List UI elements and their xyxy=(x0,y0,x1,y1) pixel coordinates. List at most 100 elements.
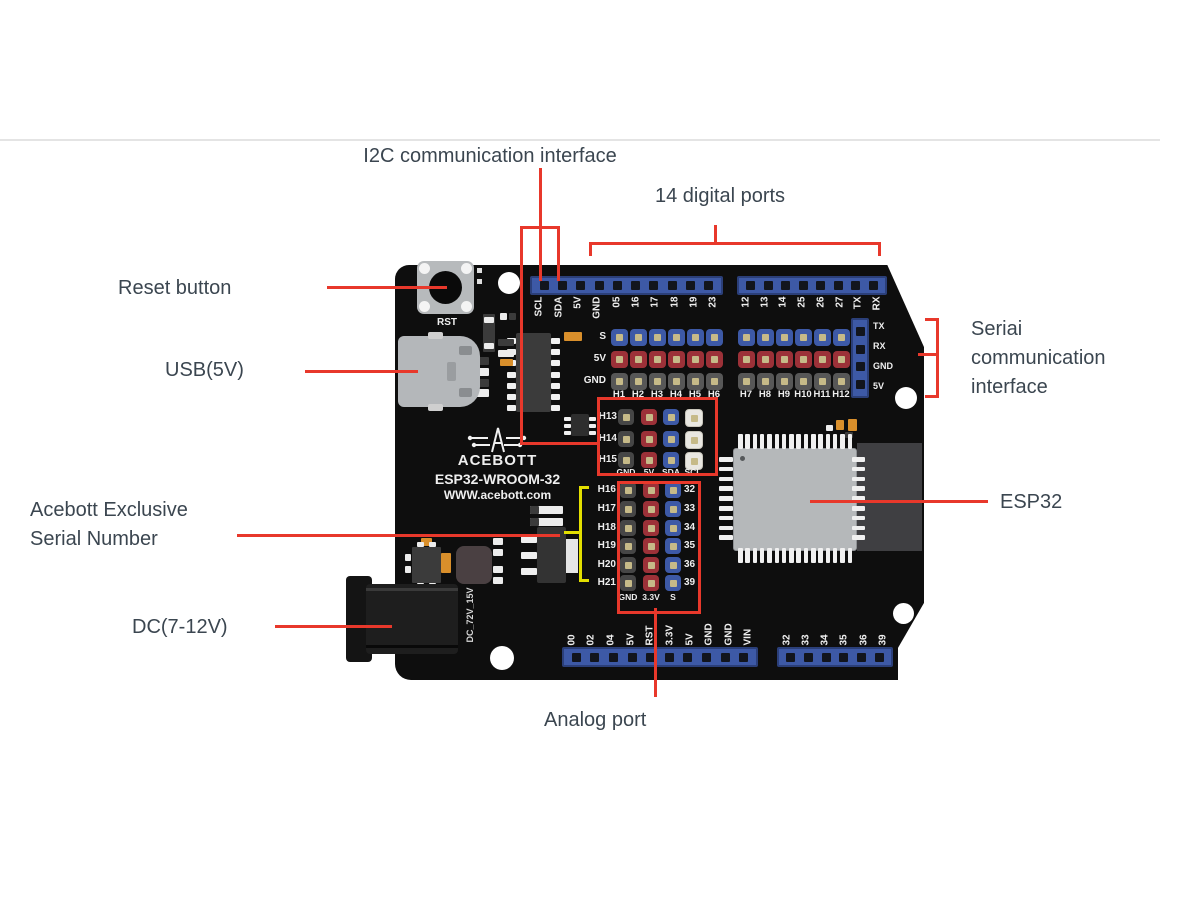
bottom-left-header-hole xyxy=(664,652,674,662)
top-pin-label: SCL xyxy=(533,296,545,317)
top-left-header-hole xyxy=(704,281,714,290)
top-left-header-hole xyxy=(612,281,622,290)
analog-pin xyxy=(620,538,636,554)
top-pin-label: TX xyxy=(852,296,864,310)
esp32-pin xyxy=(759,548,765,563)
bottom-left-header xyxy=(562,647,758,667)
esp32-pin xyxy=(852,476,865,482)
smd-component xyxy=(483,314,495,352)
website-silkscreen: WWW.acebott.com xyxy=(443,488,552,502)
i2c-line-left-vertical xyxy=(520,226,523,445)
sensor-pin xyxy=(832,350,850,368)
top-pin-label: 12 xyxy=(740,296,752,308)
i2c-pin xyxy=(641,452,657,468)
i2c-col-label: SDA xyxy=(662,467,680,477)
analog-row-label: H17 xyxy=(597,503,616,514)
sensor-pin xyxy=(705,372,723,390)
esp32-pin xyxy=(852,525,865,531)
sensor-col-label: H3 xyxy=(650,389,664,400)
top-left-header-hole xyxy=(557,281,567,290)
top-pin-label: 05 xyxy=(611,296,623,308)
smd-component xyxy=(474,357,489,365)
analog-gpio-label: 36 xyxy=(684,559,696,570)
top-left-header-hole xyxy=(576,281,586,290)
i2c-pin xyxy=(663,409,679,425)
soic-pin xyxy=(507,371,516,378)
smd-dot xyxy=(477,279,482,284)
soic-pin xyxy=(551,360,560,367)
smd-component xyxy=(405,554,411,561)
sensor-pin xyxy=(705,328,723,346)
sensor-row-label: GND xyxy=(583,375,606,386)
small-ic-pin xyxy=(589,417,596,421)
esp32-pin xyxy=(803,434,809,449)
esp32-pin xyxy=(759,434,765,449)
smd-component xyxy=(530,506,539,514)
brand-silkscreen: ACEBOTT xyxy=(457,452,538,469)
smd-component xyxy=(429,542,436,547)
analog-col-label: GND xyxy=(618,592,638,602)
mounting-hole xyxy=(498,272,520,294)
sensor-col-label: H1 xyxy=(612,389,626,400)
usb-label: USB(5V) xyxy=(165,359,244,381)
esp32-chip xyxy=(733,448,857,551)
sensor-pin xyxy=(705,350,723,368)
digital-bracket-horizontal xyxy=(589,242,881,245)
analog-gpio-label: 34 xyxy=(684,522,696,533)
smd-component xyxy=(474,379,489,387)
esp32-pin1-dot xyxy=(740,456,745,461)
i2c-pin xyxy=(618,409,634,425)
top-right-header-hole xyxy=(781,281,791,290)
top-pin-label: 25 xyxy=(796,296,808,308)
sot223-pin xyxy=(521,536,537,543)
esp32-pin xyxy=(719,535,733,540)
esp32-pin xyxy=(719,457,733,462)
bottom-pin-label: VIN xyxy=(742,628,754,646)
analog-pin xyxy=(665,501,681,517)
top-pin-label: 17 xyxy=(649,296,661,308)
serial-comm-label-line1: Seriai xyxy=(971,318,1023,340)
smd-component xyxy=(836,420,844,430)
serial-header-hole xyxy=(855,327,865,337)
sensor-pin xyxy=(667,350,685,368)
esp32-pin xyxy=(719,466,733,472)
sensor-col-label: H12 xyxy=(832,389,850,400)
sot223-tab xyxy=(566,539,578,573)
esp32-pin xyxy=(818,434,823,449)
sensor-pin xyxy=(775,350,793,368)
sensor-pin xyxy=(610,350,628,368)
soic-pin xyxy=(507,394,516,400)
smd-component xyxy=(484,317,494,323)
serial-header-hole xyxy=(855,344,865,354)
bottom-pin-label: 00 xyxy=(566,634,578,646)
smd-component xyxy=(441,553,451,573)
smd-component xyxy=(564,332,582,341)
sensor-pin xyxy=(737,372,755,390)
small-ic-pin xyxy=(589,431,596,435)
yellow-bracket-top-tick xyxy=(579,486,589,489)
i2c-line-to-box xyxy=(520,442,600,445)
top-right-header-hole xyxy=(868,281,878,290)
bottom-left-header-hole xyxy=(720,652,730,662)
smd-component xyxy=(474,389,489,397)
esp32-pin xyxy=(719,486,733,491)
esp32-pin xyxy=(811,434,816,449)
dc-label: DC(7-12V) xyxy=(132,616,228,638)
esp32-pin xyxy=(825,548,831,563)
top-pin-label: 27 xyxy=(834,296,846,308)
top-pin-label: 18 xyxy=(669,296,681,308)
i2c-pin xyxy=(663,431,679,447)
acebott-logo-icon xyxy=(467,427,527,453)
esp32-pin xyxy=(852,486,865,491)
analog-col-label: S xyxy=(670,592,676,602)
smd-dot xyxy=(477,268,482,273)
bottom-left-header-hole xyxy=(739,652,749,662)
analog-pin xyxy=(620,575,636,591)
yellow-bracket-vertical xyxy=(579,486,582,582)
bottom-pin-label: 39 xyxy=(877,634,889,646)
analog-pin xyxy=(643,538,659,554)
sensor-pin xyxy=(667,328,685,346)
top-pin-label: 19 xyxy=(688,296,700,308)
smd-component xyxy=(826,425,833,431)
serial-comm-label-line2: communication xyxy=(971,347,1106,369)
